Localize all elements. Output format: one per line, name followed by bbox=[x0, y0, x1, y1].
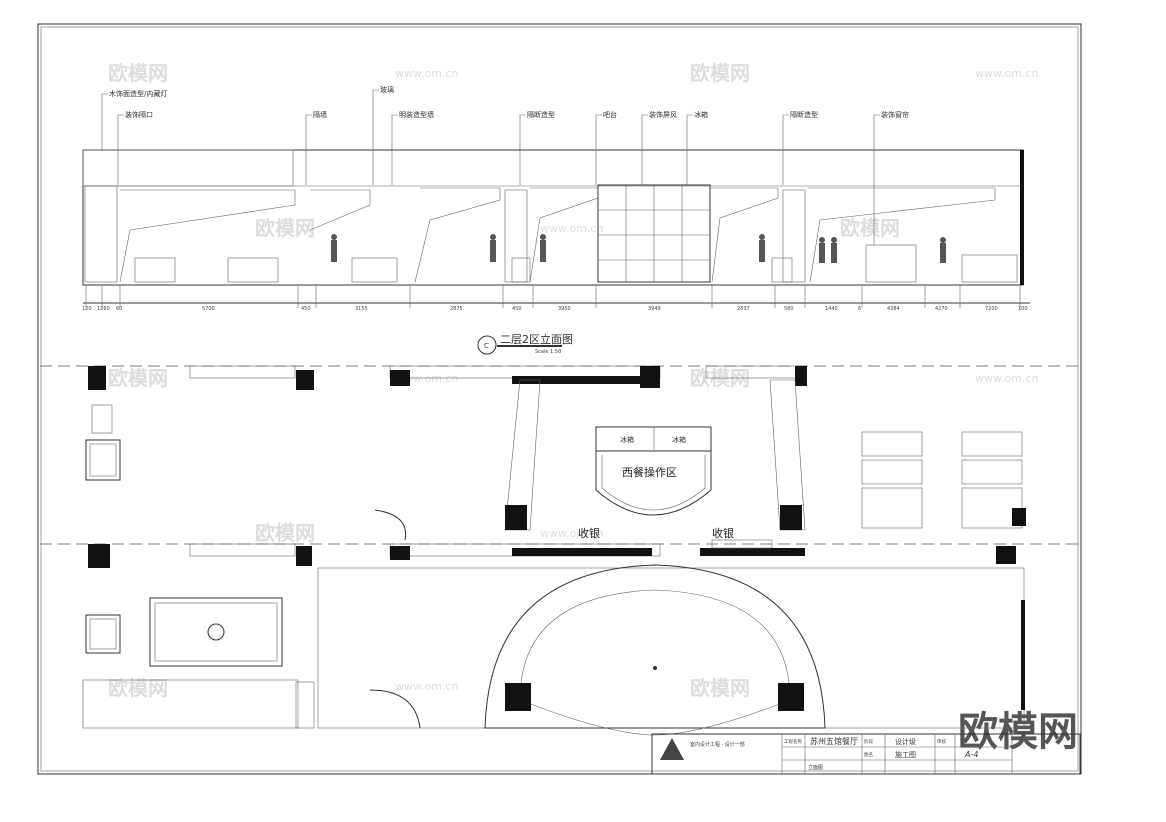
svg-text:5700: 5700 bbox=[202, 306, 215, 312]
svg-text:欧模网: 欧模网 bbox=[690, 676, 750, 700]
svg-text:450: 450 bbox=[512, 306, 522, 312]
svg-text:审核: 审核 bbox=[937, 738, 946, 745]
svg-text:450: 450 bbox=[301, 306, 311, 312]
svg-text:明装造型墙: 明装造型墙 bbox=[399, 110, 434, 119]
svg-text:Scale 1:50: Scale 1:50 bbox=[535, 349, 561, 355]
svg-text:欧模网: 欧模网 bbox=[108, 366, 168, 390]
svg-text:120: 120 bbox=[82, 306, 92, 312]
svg-text:1260: 1260 bbox=[97, 306, 110, 312]
plan-labels: 西餐操作区 冰箱 冰箱 收银 收银 bbox=[578, 435, 734, 540]
svg-text:收银: 收银 bbox=[578, 526, 600, 540]
svg-text:2837: 2837 bbox=[737, 306, 750, 312]
svg-text:www.om.cn: www.om.cn bbox=[975, 372, 1038, 385]
dimension-labels: 120 1260 60 5700 450 3155 2875 450 3950 … bbox=[82, 306, 1028, 312]
svg-text:4270: 4270 bbox=[935, 306, 948, 312]
svg-text:C: C bbox=[484, 342, 489, 350]
svg-text:立面图: 立面图 bbox=[808, 764, 823, 771]
logo-watermark: 欧模网 bbox=[958, 709, 1078, 755]
svg-text:4384: 4384 bbox=[887, 306, 900, 312]
svg-text:欧模网: 欧模网 bbox=[255, 216, 315, 240]
drawing-frame bbox=[37, 23, 1082, 775]
svg-text:欧模网: 欧模网 bbox=[840, 216, 900, 240]
svg-text:木饰面造型/内藏灯: 木饰面造型/内藏灯 bbox=[109, 89, 167, 98]
elevation-title: C 二层2区立面图 Scale 1:50 bbox=[477, 332, 573, 355]
svg-text:玻璃: 玻璃 bbox=[380, 85, 394, 94]
svg-text:装饰屏风: 装饰屏风 bbox=[649, 110, 677, 119]
svg-text:图名: 图名 bbox=[864, 751, 873, 758]
watermark: 欧模网 www.om.cn 欧模网 www.om.cn 欧模网 www.om.cn 欧… bbox=[108, 61, 1078, 755]
inner-frame bbox=[40, 26, 1079, 772]
svg-text:西餐操作区: 西餐操作区 bbox=[622, 465, 677, 479]
svg-text:60: 60 bbox=[116, 306, 122, 312]
floor-plan bbox=[40, 365, 1082, 736]
svg-text:580: 580 bbox=[784, 306, 794, 312]
svg-text:阶段: 阶段 bbox=[864, 738, 873, 745]
svg-text:装饰窗帘: 装饰窗帘 bbox=[881, 110, 909, 119]
title-block: 室内设计工程 · 设计一部 工程名称 苏州五馆餐厅 阶段 设计级 图名 施工图 … bbox=[651, 733, 1081, 775]
svg-text:欧模网: 欧模网 bbox=[108, 61, 168, 85]
svg-text:隔断造型: 隔断造型 bbox=[527, 110, 555, 119]
svg-text:A-4: A-4 bbox=[964, 750, 978, 759]
svg-text:二层2区立面图: 二层2区立面图 bbox=[500, 332, 573, 346]
svg-text:www.om.cn: www.om.cn bbox=[395, 372, 458, 385]
svg-text:欧模网: 欧模网 bbox=[108, 676, 168, 700]
svg-text:7200: 7200 bbox=[985, 306, 998, 312]
svg-text:欧模网: 欧模网 bbox=[255, 521, 315, 545]
svg-text:1440: 1440 bbox=[825, 306, 838, 312]
svg-text:隔断造型: 隔断造型 bbox=[790, 110, 818, 119]
svg-text:工程名称: 工程名称 bbox=[784, 738, 802, 745]
svg-text:www.om.cn: www.om.cn bbox=[975, 67, 1038, 80]
svg-text:www.om.cn: www.om.cn bbox=[395, 680, 458, 693]
svg-text:冰箱: 冰箱 bbox=[620, 435, 634, 444]
elevation-view bbox=[82, 149, 1030, 308]
svg-text:吧台: 吧台 bbox=[603, 110, 617, 119]
svg-text:收银: 收银 bbox=[712, 526, 734, 540]
svg-text:设计级: 设计级 bbox=[895, 737, 916, 746]
svg-text:3950: 3950 bbox=[558, 306, 571, 312]
callouts: 木饰面造型/内藏灯 装饰隔口 隔墙 玻璃 明装造型墙 隔断造型 吧台 装饰屏风 … bbox=[101, 85, 909, 245]
svg-text:冰箱: 冰箱 bbox=[694, 110, 708, 119]
svg-text:欧模网: 欧模网 bbox=[690, 61, 750, 85]
svg-text:3949: 3949 bbox=[648, 306, 661, 312]
svg-text:www.om.cn: www.om.cn bbox=[540, 527, 603, 540]
svg-text:冰箱: 冰箱 bbox=[672, 435, 686, 444]
svg-text:3155: 3155 bbox=[355, 306, 368, 312]
svg-text:www.om.cn: www.om.cn bbox=[540, 222, 603, 235]
svg-text:2875: 2875 bbox=[450, 306, 463, 312]
svg-text:100: 100 bbox=[1018, 306, 1028, 312]
svg-text:装饰隔口: 装饰隔口 bbox=[125, 110, 153, 119]
svg-text:www.om.cn: www.om.cn bbox=[395, 67, 458, 80]
svg-text:6: 6 bbox=[858, 306, 861, 312]
svg-text:施工图: 施工图 bbox=[895, 750, 916, 759]
svg-text:隔墙: 隔墙 bbox=[313, 110, 327, 119]
svg-text:苏州五馆餐厅: 苏州五馆餐厅 bbox=[810, 736, 858, 746]
svg-text:室内设计工程 · 设计一部: 室内设计工程 · 设计一部 bbox=[690, 741, 745, 748]
